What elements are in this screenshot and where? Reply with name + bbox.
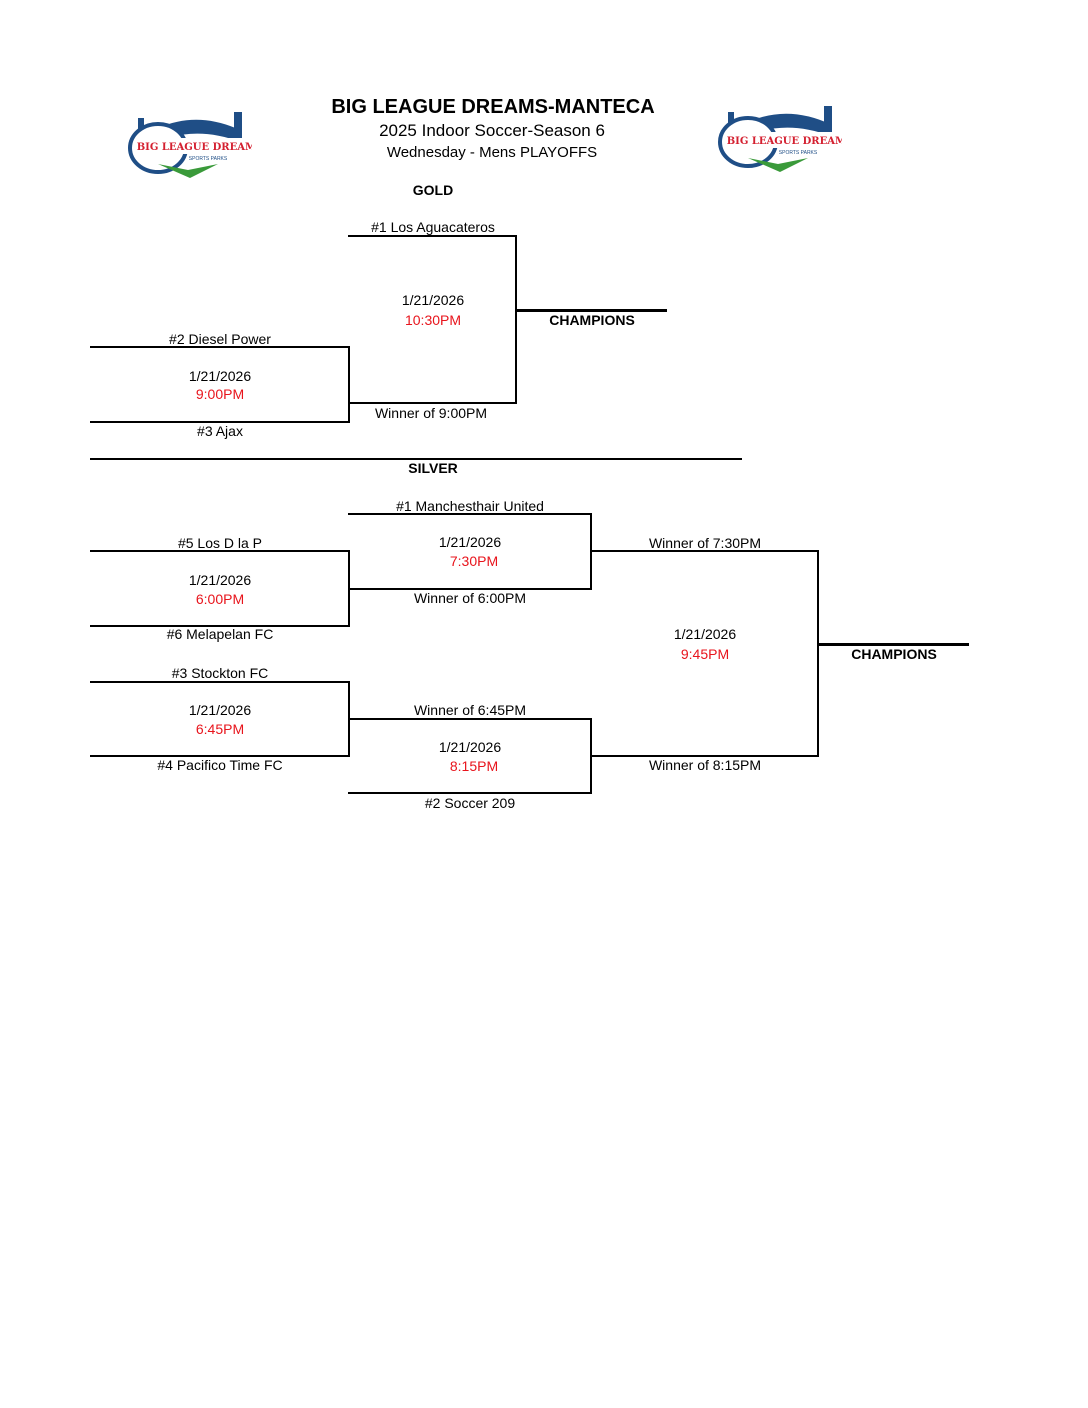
champion-line: [516, 309, 667, 312]
bracket-line: [348, 513, 592, 515]
winner-730: Winner of 7:30PM: [648, 535, 762, 551]
silver-seed-4: #4 Pacifico Time FC: [157, 757, 283, 773]
silver-seed-3: #3 Stockton FC: [171, 665, 269, 681]
gold-seed-3: #3 Ajax: [197, 423, 243, 439]
winner-600: Winner of 6:00PM: [413, 590, 527, 606]
bracket-line: [90, 550, 350, 552]
big-league-dreams-logo-right: BIG LEAGUE DREAMS SPORTS PARKS: [718, 106, 842, 172]
gold-final-date: 1/21/2026: [401, 292, 465, 308]
bracket-line: [90, 625, 350, 627]
gold-semi-time: 9:00PM: [195, 386, 245, 402]
game-600-date: 1/21/2026: [188, 572, 252, 588]
section-divider: [90, 458, 742, 460]
day-subtitle: Wednesday - Mens PLAYOFFS: [386, 144, 598, 161]
silver-seed-6: #6 Melapelan FC: [166, 626, 274, 642]
game-645-date: 1/21/2026: [188, 702, 252, 718]
silver-seed-5: #5 Los D la P: [177, 535, 263, 551]
winner-645: Winner of 6:45PM: [413, 702, 527, 718]
gold-semi-date: 1/21/2026: [188, 368, 252, 384]
bracket-line: [348, 235, 517, 237]
silver-seed-2: #2 Soccer 209: [424, 795, 516, 811]
bracket-line: [90, 421, 350, 423]
bracket-line: [817, 550, 819, 757]
page-title: BIG LEAGUE DREAMS-MANTECA: [331, 96, 655, 118]
game-730-time: 7:30PM: [449, 553, 499, 569]
bracket-line: [348, 792, 592, 794]
bracket-line: [348, 402, 517, 404]
bracket-line: [90, 755, 350, 757]
game-645-time: 6:45PM: [195, 721, 245, 737]
silver-heading: SILVER: [408, 460, 458, 476]
gold-seed-2: #2 Diesel Power: [169, 331, 271, 347]
gold-heading: GOLD: [412, 182, 454, 198]
bracket-line: [591, 550, 819, 552]
champion-line: [818, 643, 969, 646]
gold-semi-winner: Winner of 9:00PM: [374, 405, 488, 421]
silver-final-date: 1/21/2026: [673, 626, 737, 642]
bracket-line: [90, 681, 350, 683]
gold-seed-1: #1 Los Aguacateros: [371, 219, 495, 235]
big-league-dreams-logo-left: BIG LEAGUE DREAMS SPORTS PARKS: [128, 112, 252, 178]
game-730-date: 1/21/2026: [438, 534, 502, 550]
silver-champions-label: CHAMPIONS: [851, 646, 937, 662]
svg-text:BIG LEAGUE DREAMS: BIG LEAGUE DREAMS: [137, 142, 252, 153]
silver-final-time: 9:45PM: [680, 646, 730, 662]
game-600-time: 6:00PM: [195, 591, 245, 607]
svg-text:SPORTS PARKS: SPORTS PARKS: [779, 150, 818, 156]
winner-815: Winner of 8:15PM: [648, 757, 762, 773]
silver-seed-1: #1 Manchesthair United: [396, 498, 544, 514]
bracket-line: [348, 718, 592, 720]
gold-champions-label: CHAMPIONS: [549, 312, 635, 328]
bracket-line: [90, 346, 350, 348]
bracket-line: [348, 588, 592, 590]
bracket-line: [515, 235, 517, 404]
svg-text:BIG LEAGUE DREAMS: BIG LEAGUE DREAMS: [727, 136, 842, 147]
bracket-line: [348, 550, 350, 627]
game-815-time: 8:15PM: [449, 758, 499, 774]
bracket-line: [591, 755, 819, 757]
svg-text:SPORTS PARKS: SPORTS PARKS: [189, 156, 228, 162]
gold-final-time: 10:30PM: [404, 312, 462, 328]
season-subtitle: 2025 Indoor Soccer-Season 6: [379, 121, 605, 140]
game-815-date: 1/21/2026: [438, 739, 502, 755]
bracket-line: [348, 346, 350, 423]
